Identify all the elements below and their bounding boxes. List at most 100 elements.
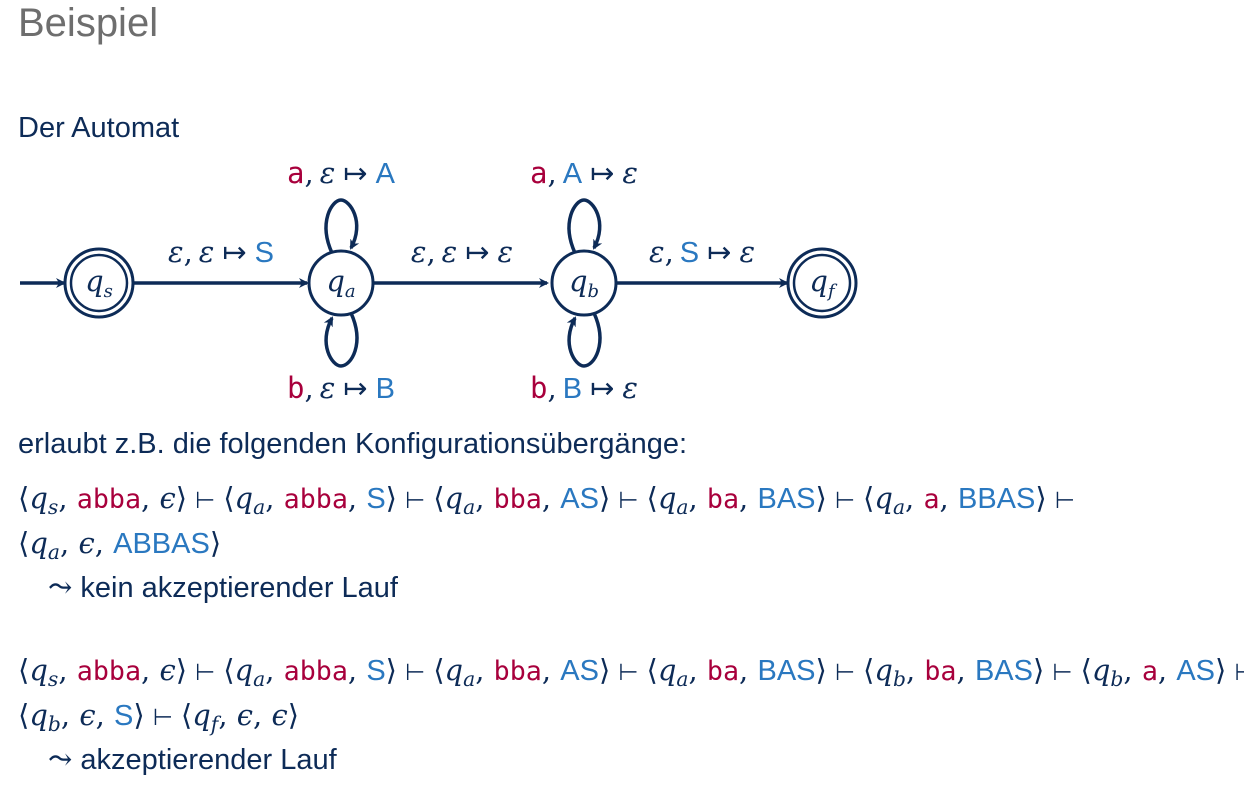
state-q: q (234, 653, 254, 687)
state-subscript: s (47, 495, 59, 520)
comma: , (541, 481, 561, 515)
comma: , (60, 526, 79, 560)
turnstile: ⊢ (1054, 487, 1075, 514)
configuration: ⟨qa, ϵ, ABBAS⟩ (18, 526, 222, 564)
state-q: q (29, 481, 48, 515)
svg-text:qs: qs (85, 264, 113, 302)
state-subscript: b (1110, 667, 1124, 692)
langle: ⟨ (18, 526, 30, 560)
langle: ⟨ (18, 653, 30, 687)
input-word: ϵ (236, 698, 253, 732)
langle: ⟨ (223, 481, 235, 515)
configuration: ⟨qb, ba, BAS⟩ (863, 653, 1044, 691)
state-q: q (657, 481, 677, 515)
comma: , (541, 653, 561, 687)
page-title: Beispiel (18, 1, 159, 45)
comma: , (739, 481, 758, 515)
langle: ⟨ (433, 481, 445, 515)
comma: , (688, 481, 707, 515)
input-word: abba (76, 656, 141, 687)
stack-content: ϵ (271, 698, 288, 732)
configuration: ⟨qs, abba, ϵ⟩ (18, 481, 187, 519)
comma: , (475, 481, 494, 515)
comma: , (939, 481, 958, 515)
rangle: ⟩ (175, 653, 188, 687)
comma: , (905, 653, 925, 687)
input-word: ba (706, 484, 740, 515)
comma: , (253, 698, 272, 732)
stack-content: S (366, 655, 386, 687)
state-subscript: a (676, 495, 689, 520)
input-word: abba (283, 656, 348, 687)
input-word: ϵ (78, 526, 95, 560)
state-q: q (29, 698, 48, 732)
run1-line1: ⟨qs, abba, ϵ⟩⊢⟨qa, abba, S⟩⊢⟨qa, bba, AS… (18, 481, 1083, 520)
turnstile: ⊢ (618, 659, 639, 686)
run1-line2: ⟨qa, ϵ, ABBAS⟩ (18, 526, 222, 564)
langle: ⟨ (1080, 653, 1092, 687)
comma: , (739, 653, 758, 687)
stack-content: ABBAS (113, 528, 210, 560)
turnstile: ⊢ (195, 487, 216, 514)
state-q: q (29, 653, 48, 687)
langle: ⟨ (646, 481, 658, 515)
comma: , (688, 653, 707, 687)
loop-b-bottom (566, 312, 602, 368)
label-b-loop-top: a,A↦ε (530, 156, 638, 190)
input-word: a (923, 484, 940, 515)
configuration: ⟨qf, ϵ, ϵ⟩ (180, 698, 299, 736)
input-word: ϵ (79, 698, 96, 732)
configuration: ⟨qb, ϵ, S⟩ (18, 698, 145, 736)
rangle: ⟩ (385, 481, 397, 515)
state-q: q (29, 526, 48, 560)
turnstile: ⊢ (1234, 659, 1244, 686)
configuration: ⟨qs, abba, ϵ⟩ (18, 653, 188, 691)
state-subscript: a (463, 667, 476, 692)
langle: ⟨ (433, 653, 445, 687)
input-word: ba (924, 656, 957, 687)
intro-text: Der Automat (18, 112, 180, 144)
state-qa: qa (307, 249, 375, 317)
langle: ⟨ (18, 481, 30, 515)
label-b-loop-bottom: b,B↦ε (530, 371, 638, 405)
turnstile: ⊢ (834, 659, 856, 686)
configuration: ⟨qa, a, BBAS⟩ (863, 481, 1047, 519)
stack-content: ϵ (159, 653, 176, 687)
stack-content: AS (560, 655, 599, 687)
state-q: q (234, 481, 254, 515)
state-q: q (1091, 653, 1111, 687)
configuration: ⟨qa, bba, AS⟩ (433, 481, 610, 519)
svg-text:qa: qa (326, 264, 355, 302)
turnstile: ⊢ (405, 659, 426, 686)
comma: , (141, 653, 160, 687)
rangle: ⟩ (1035, 481, 1047, 515)
input-word: abba (283, 484, 348, 515)
input-word: abba (76, 484, 141, 515)
stack-content: BBAS (957, 483, 1036, 515)
stack-content: AS (1176, 655, 1216, 687)
comma: , (60, 698, 80, 732)
state-subscript: a (47, 540, 60, 565)
langle: ⟨ (863, 653, 875, 687)
state-q: q (444, 481, 464, 515)
rangle: ⟩ (815, 481, 827, 515)
state-subscript: a (892, 495, 906, 520)
loop-b-top (567, 198, 603, 254)
comma: , (265, 653, 284, 687)
state-subscript: a (463, 495, 476, 520)
comma: , (475, 653, 494, 687)
comma: , (347, 481, 367, 515)
label-s-a: ε,ε↦S (168, 235, 274, 269)
langle: ⟨ (223, 653, 235, 687)
comma: , (347, 653, 367, 687)
langle: ⟨ (863, 481, 875, 515)
input-word: bba (493, 484, 542, 515)
run2-line1: ⟨qs, abba, ϵ⟩⊢⟨qa, abba, S⟩⊢⟨qa, bba, AS… (18, 653, 1244, 692)
input-word: bba (493, 656, 542, 687)
state-subscript: b (47, 712, 61, 737)
langle: ⟨ (180, 698, 193, 732)
rangle: ⟩ (209, 526, 222, 560)
rangle: ⟩ (385, 653, 397, 687)
langle: ⟨ (646, 653, 658, 687)
state-q: q (874, 481, 893, 515)
